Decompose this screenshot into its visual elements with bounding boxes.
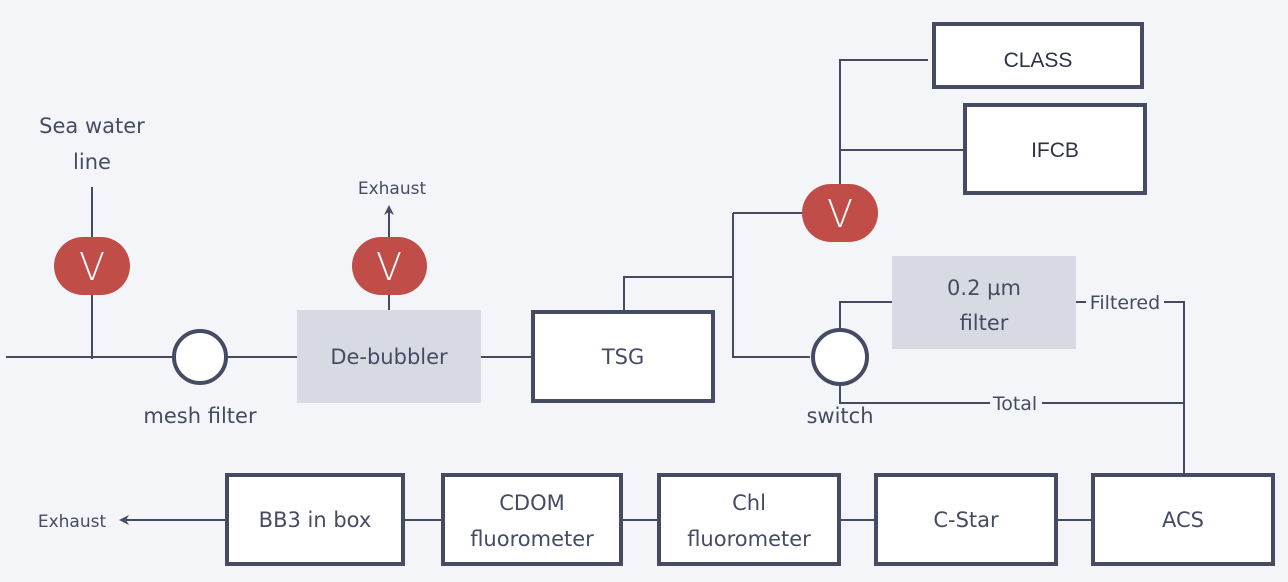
valve-branch[interactable]: V bbox=[802, 184, 878, 242]
switch-icon bbox=[811, 328, 869, 386]
cstar-box bbox=[874, 473, 1058, 566]
class-box bbox=[932, 22, 1144, 89]
valve-label: V bbox=[827, 192, 853, 236]
mesh-filter[interactable]: mesh filter bbox=[143, 329, 257, 428]
valve-icon bbox=[352, 237, 427, 295]
class-instrument[interactable]: CLASS bbox=[932, 22, 1144, 89]
valve-exhaust[interactable]: V bbox=[352, 237, 427, 295]
filter-label-2: filter bbox=[960, 311, 1009, 335]
sea-water-line-label-2: line bbox=[73, 150, 111, 174]
cdom-label-2: fluorometer bbox=[470, 527, 594, 551]
branch-trunk-pipe bbox=[732, 213, 810, 358]
debubbler[interactable]: De-bubbler bbox=[297, 310, 481, 403]
ifcb-box bbox=[963, 103, 1147, 195]
cdom-fluorometer[interactable]: CDOM fluorometer bbox=[441, 473, 623, 566]
class-label: CLASS bbox=[1004, 49, 1073, 72]
switch-label: switch bbox=[806, 404, 873, 428]
chl-label-1: Chl bbox=[732, 491, 766, 515]
ifcb-instrument[interactable]: IFCB bbox=[963, 103, 1147, 195]
bb3-instrument[interactable]: BB3 in box bbox=[225, 473, 405, 566]
filtered-right-pipe bbox=[1164, 301, 1185, 474]
cdom-label-1: CDOM bbox=[499, 491, 564, 515]
ifcb-label: IFCB bbox=[1031, 139, 1079, 162]
valve-label: V bbox=[79, 245, 105, 289]
cstar-instrument[interactable]: C-Star bbox=[874, 473, 1058, 566]
valve-to-class-pipe bbox=[839, 59, 928, 190]
debubbler-box bbox=[297, 310, 481, 403]
exhaust-bottom-label: Exhaust bbox=[38, 512, 107, 532]
cstar-label: C-Star bbox=[933, 508, 999, 532]
acs-instrument[interactable]: ACS bbox=[1091, 473, 1275, 566]
filter-box bbox=[892, 256, 1076, 349]
tsg[interactable]: TSG bbox=[531, 310, 715, 403]
valve-label: V bbox=[376, 245, 402, 289]
exhaust-top-label: Exhaust bbox=[358, 179, 427, 199]
bb3-label: BB3 in box bbox=[259, 508, 372, 532]
cdom-box bbox=[441, 473, 623, 566]
valve-icon bbox=[54, 237, 130, 295]
valve-sea-water[interactable]: V bbox=[54, 237, 130, 295]
acs-label: ACS bbox=[1162, 508, 1204, 532]
chl-fluorometer[interactable]: Chl fluorometer bbox=[657, 473, 841, 566]
filtered-label: Filtered bbox=[1090, 292, 1160, 314]
filter-0-2-um[interactable]: 0.2 µm bbox=[892, 256, 1076, 349]
switch[interactable]: switch bbox=[806, 328, 874, 428]
debubbler-label: De-bubbler bbox=[330, 345, 448, 369]
chl-label-2: fluorometer bbox=[687, 527, 811, 551]
total-label: Total bbox=[992, 393, 1037, 415]
bb3-box bbox=[225, 473, 405, 566]
switch-total-pipe bbox=[839, 385, 990, 404]
valve-icon bbox=[802, 184, 878, 242]
tsg-branch-pipe bbox=[623, 276, 733, 311]
filter-label-1: 0.2 µm bbox=[947, 276, 1021, 300]
mesh-filter-icon bbox=[172, 329, 228, 385]
mesh-filter-label: mesh filter bbox=[143, 404, 257, 428]
tsg-box bbox=[531, 310, 715, 403]
sea-water-line-label-1: Sea water bbox=[39, 114, 145, 138]
tsg-label: TSG bbox=[601, 345, 644, 369]
acs-box bbox=[1091, 473, 1275, 566]
pipes bbox=[6, 59, 1185, 525]
switch-to-filter-pipe bbox=[839, 301, 892, 330]
chl-box bbox=[657, 473, 841, 566]
